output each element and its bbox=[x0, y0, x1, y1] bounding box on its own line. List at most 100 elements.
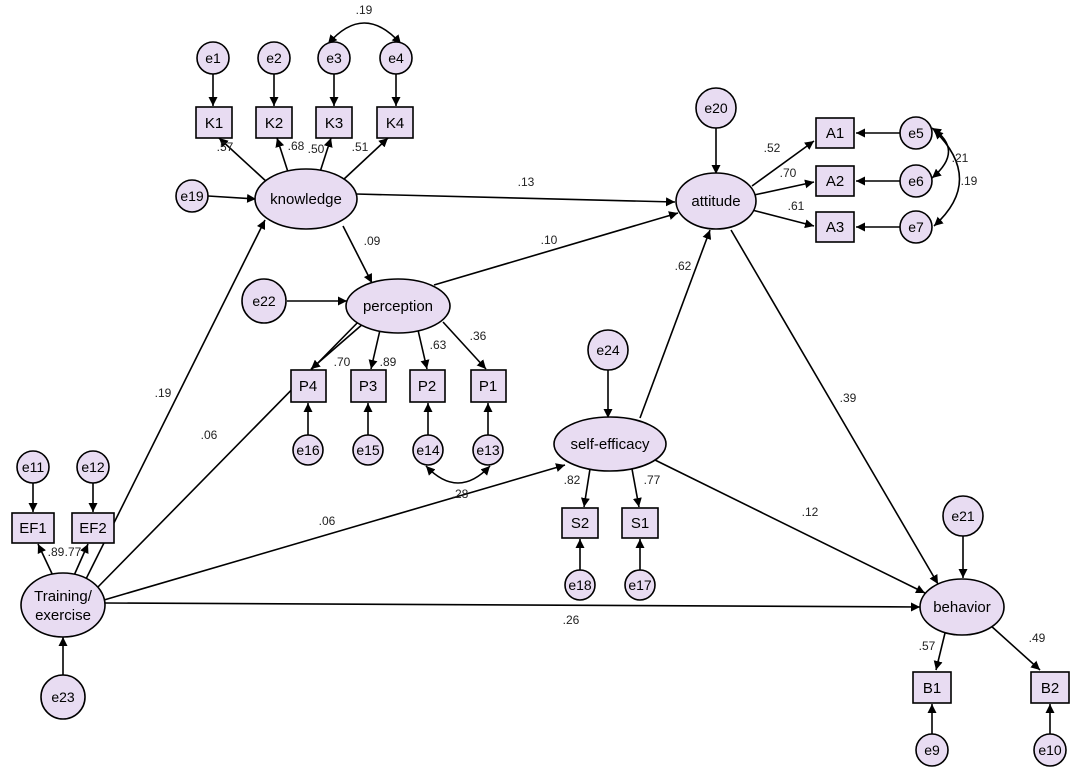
coef-k1: .57 bbox=[217, 140, 234, 154]
coef-e6-e7: .19 bbox=[961, 174, 978, 188]
error-e7: e7 bbox=[899, 210, 933, 244]
error-e18-label: e18 bbox=[568, 577, 592, 593]
indicator-p4: P4 bbox=[290, 369, 327, 403]
error-e9: e9 bbox=[915, 733, 949, 767]
arrow-knowledge-k3 bbox=[319, 137, 333, 173]
indicator-a1: A1 bbox=[815, 117, 855, 149]
arrow-knowledge-k4 bbox=[342, 137, 389, 181]
error-e15: e15 bbox=[352, 434, 384, 466]
latent-perception-label: perception bbox=[363, 298, 433, 315]
latent-training-label-line1: Training/ bbox=[34, 588, 93, 605]
indicator-b2: B2 bbox=[1030, 671, 1070, 704]
error-e1: e1 bbox=[196, 41, 230, 75]
indicator-s1: S1 bbox=[621, 507, 659, 539]
error-e20-label: e20 bbox=[704, 100, 728, 116]
error-e2: e2 bbox=[257, 41, 291, 75]
latent-behavior: behavior bbox=[919, 578, 1005, 636]
error-e3-label: e3 bbox=[326, 50, 342, 66]
error-e1-label: e1 bbox=[205, 50, 221, 66]
coef-training-perception: .06 bbox=[201, 428, 218, 442]
error-e13: e13 bbox=[472, 434, 504, 466]
arrow-knowledge-attitude bbox=[355, 193, 676, 207]
cov-e3-e4 bbox=[327, 22, 402, 45]
error-e21-label: e21 bbox=[951, 508, 975, 524]
indicator-a3-label: A3 bbox=[826, 219, 844, 236]
error-e2-label: e2 bbox=[266, 50, 282, 66]
error-e4-label: e4 bbox=[388, 50, 404, 66]
error-e16-label: e16 bbox=[296, 442, 320, 458]
coef-a1: .52 bbox=[764, 141, 781, 155]
latent-training-label-line2: exercise bbox=[35, 607, 91, 624]
error-e18: e18 bbox=[564, 569, 596, 601]
error-e5: e5 bbox=[899, 116, 933, 150]
error-e19-label: e19 bbox=[180, 188, 204, 204]
error-e19: e19 bbox=[175, 179, 209, 213]
coef-k3: .50 bbox=[308, 142, 325, 156]
indicator-ef1: EF1 bbox=[11, 512, 55, 544]
indicator-ef2: EF2 bbox=[71, 512, 115, 544]
error-e6: e6 bbox=[899, 164, 933, 198]
indicator-k2-label: K2 bbox=[265, 115, 283, 132]
latent-attitude-label: attitude bbox=[691, 193, 740, 210]
error-e24: e24 bbox=[587, 329, 629, 371]
coef-e3-e4: .19 bbox=[356, 3, 373, 17]
arrow-training-perception bbox=[94, 314, 366, 591]
indicator-p1: P1 bbox=[470, 369, 507, 403]
arrow-selfefficacy-s1 bbox=[631, 468, 642, 508]
coef-k2: .68 bbox=[288, 139, 305, 153]
arrow-behavior-b1 bbox=[933, 632, 946, 671]
indicator-s2: S2 bbox=[561, 507, 599, 539]
error-e11: e11 bbox=[16, 450, 50, 484]
error-e23: e23 bbox=[40, 674, 86, 720]
latent-self-efficacy: self-efficacy bbox=[553, 416, 667, 472]
indicator-k4: K4 bbox=[376, 106, 414, 139]
indicator-k4-label: K4 bbox=[386, 115, 404, 132]
error-e5-label: e5 bbox=[908, 125, 924, 141]
coef-b1: .57 bbox=[919, 639, 936, 653]
indicator-s2-label: S2 bbox=[571, 515, 589, 532]
indicator-b2-label: B2 bbox=[1041, 680, 1059, 697]
error-e13-label: e13 bbox=[476, 442, 500, 458]
arrow-selfefficacy-attitude bbox=[639, 229, 712, 419]
error-e17-label: e17 bbox=[628, 577, 652, 593]
arrow-attitude-a1 bbox=[751, 140, 815, 187]
error-e16: e16 bbox=[292, 434, 324, 466]
arrow-selfefficacy-behavior bbox=[654, 459, 926, 594]
coef-s1: .77 bbox=[644, 473, 661, 487]
error-e15-label: e15 bbox=[356, 442, 380, 458]
arrow-e19-knowledge bbox=[207, 193, 257, 203]
indicator-k2: K2 bbox=[255, 106, 293, 139]
coef-a2: .70 bbox=[780, 166, 797, 180]
latent-perception: perception bbox=[345, 278, 451, 334]
arrow-perception-p1 bbox=[442, 321, 487, 370]
coef-training-selfefficacy: .06 bbox=[319, 514, 336, 528]
coef-p3: .89 bbox=[380, 355, 397, 369]
arrow-knowledge-k1 bbox=[218, 137, 269, 184]
indicator-k3-label: K3 bbox=[325, 115, 343, 132]
indicator-p2-label: P2 bbox=[418, 378, 436, 395]
coef-perception-attitude: .10 bbox=[541, 233, 558, 247]
arrow-attitude-behavior bbox=[730, 229, 939, 585]
coef-training-behavior: .26 bbox=[563, 613, 580, 627]
coef-p4: .70 bbox=[334, 355, 351, 369]
error-e3: e3 bbox=[317, 41, 351, 75]
coef-selfefficacy-behavior: .12 bbox=[802, 505, 819, 519]
cov-e14-e13 bbox=[425, 465, 491, 484]
indicator-a1-label: A1 bbox=[826, 125, 844, 142]
error-e20: e20 bbox=[695, 87, 737, 129]
indicator-p2: P2 bbox=[409, 369, 446, 403]
latent-training-exercise: Training/ exercise bbox=[20, 572, 106, 638]
latent-knowledge: knowledge bbox=[254, 168, 358, 230]
indicator-p3: P3 bbox=[350, 369, 387, 403]
latent-self-efficacy-label: self-efficacy bbox=[571, 436, 650, 453]
indicator-k1-label: K1 bbox=[205, 115, 223, 132]
arrow-perception-p2 bbox=[417, 329, 430, 370]
indicator-p4-label: P4 bbox=[299, 378, 317, 395]
coef-e14-e13: .28 bbox=[452, 487, 469, 501]
error-e17: e17 bbox=[624, 569, 656, 601]
indicator-a2-label: A2 bbox=[826, 173, 844, 190]
arrow-knowledge-perception bbox=[342, 225, 373, 284]
error-e12-label: e12 bbox=[81, 459, 105, 475]
